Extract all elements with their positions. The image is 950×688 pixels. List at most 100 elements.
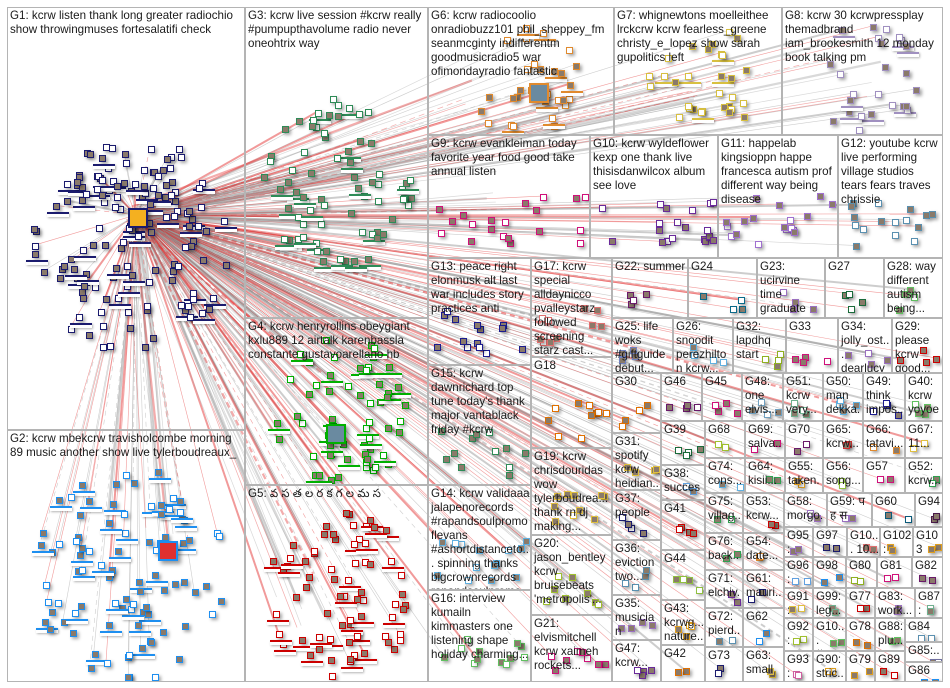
vertex-node[interactable] <box>303 583 310 591</box>
vertex-node[interactable] <box>287 375 295 383</box>
vertex-node[interactable] <box>365 435 373 443</box>
vertex-node[interactable] <box>902 70 910 78</box>
vertex-node[interactable] <box>472 564 480 572</box>
vertex-node[interactable] <box>169 179 177 187</box>
vertex-node[interactable] <box>639 672 647 680</box>
vertex-node[interactable] <box>690 351 698 359</box>
vertex-node[interactable] <box>474 655 482 663</box>
vertex-node[interactable] <box>929 577 937 585</box>
vertex-node[interactable] <box>932 679 940 681</box>
vertex-node[interactable] <box>281 126 289 134</box>
vertex-node[interactable] <box>356 138 364 146</box>
vertex-node[interactable] <box>142 603 150 611</box>
vertex-node[interactable] <box>157 502 165 510</box>
vertex-node[interactable] <box>639 619 647 627</box>
vertex-node[interactable] <box>738 306 746 314</box>
vertex-node[interactable] <box>599 205 607 213</box>
vertex-node[interactable] <box>49 609 57 617</box>
vertex-node[interactable] <box>927 608 935 616</box>
vertex-node[interactable] <box>272 610 280 618</box>
vertex-node[interactable] <box>722 555 730 563</box>
vertex-node[interactable] <box>636 407 644 415</box>
vertex-node[interactable] <box>684 401 692 409</box>
vertex-node[interactable] <box>146 201 154 209</box>
vertex-node[interactable] <box>828 200 836 208</box>
vertex-node[interactable] <box>122 595 130 603</box>
vertex-node[interactable] <box>905 516 913 524</box>
vertex-node[interactable] <box>149 335 157 342</box>
vertex-node[interactable] <box>389 614 397 622</box>
vertex-node[interactable] <box>150 168 158 176</box>
vertex-node[interactable] <box>685 103 693 111</box>
vertex-node[interactable] <box>164 156 172 164</box>
vertex-node[interactable] <box>450 449 458 457</box>
vertex-node[interactable] <box>355 110 363 118</box>
vertex-node[interactable] <box>594 600 602 608</box>
vertex-node[interactable] <box>789 606 797 614</box>
vertex-node[interactable] <box>73 538 81 546</box>
vertex-node[interactable] <box>521 653 529 661</box>
vertex-node[interactable] <box>76 512 84 520</box>
vertex-node[interactable] <box>71 265 79 273</box>
vertex-node[interactable] <box>501 219 509 226</box>
vertex-node[interactable] <box>438 539 446 547</box>
vertex-node[interactable] <box>171 580 179 588</box>
vertex-node[interactable] <box>687 622 695 630</box>
vertex-node[interactable] <box>188 215 196 223</box>
vertex-node[interactable] <box>384 424 392 432</box>
vertex-node[interactable] <box>824 668 832 675</box>
vertex-node[interactable] <box>792 298 800 306</box>
vertex-node[interactable] <box>553 492 561 500</box>
vertex-node[interactable] <box>728 515 736 523</box>
vertex-node[interactable] <box>835 574 843 581</box>
vertex-node[interactable] <box>103 659 111 667</box>
vertex-node[interactable] <box>521 450 529 458</box>
vertex-node[interactable] <box>734 409 741 417</box>
vertex-node[interactable] <box>113 265 121 273</box>
vertex-node[interactable] <box>728 590 736 598</box>
vertex-node[interactable] <box>732 231 740 239</box>
vertex-node[interactable] <box>31 243 39 251</box>
vertex-node[interactable] <box>506 471 514 479</box>
vertex-node[interactable] <box>902 290 910 298</box>
vertex-node[interactable] <box>166 165 174 172</box>
vertex-node[interactable] <box>434 344 442 352</box>
vertex-node[interactable] <box>360 597 368 605</box>
vertex-node[interactable] <box>198 204 206 212</box>
vertex-node[interactable] <box>326 388 334 396</box>
vertex-node[interactable] <box>831 609 839 617</box>
vertex-node[interactable] <box>893 446 901 454</box>
vertex-node[interactable] <box>624 520 632 528</box>
vertex-node[interactable] <box>877 40 885 48</box>
vertex-node[interactable] <box>31 251 39 259</box>
vertex-node[interactable] <box>774 408 782 416</box>
vertex-node[interactable] <box>885 512 893 520</box>
vertex-node[interactable] <box>734 550 742 558</box>
vertex-node[interactable] <box>147 503 155 510</box>
vertex-node[interactable] <box>726 109 734 117</box>
vertex-node[interactable] <box>287 555 295 563</box>
vertex-node[interactable] <box>366 561 374 569</box>
vertex-node[interactable] <box>786 217 794 225</box>
vertex-node[interactable] <box>829 118 837 126</box>
vertex-node[interactable] <box>855 127 863 134</box>
vertex-node[interactable] <box>106 519 113 527</box>
vertex-node[interactable] <box>554 433 562 441</box>
vertex-node[interactable] <box>622 580 630 588</box>
vertex-node[interactable] <box>723 399 731 407</box>
vertex-node[interactable] <box>63 180 71 188</box>
vertex-node[interactable] <box>370 344 378 352</box>
vertex-node[interactable] <box>814 514 822 522</box>
vertex-node[interactable] <box>186 313 194 321</box>
vertex-node[interactable] <box>881 63 889 71</box>
vertex-node[interactable] <box>344 147 352 155</box>
vertex-node[interactable] <box>350 651 358 659</box>
vertex-node[interactable] <box>79 183 87 191</box>
vertex-node[interactable] <box>758 588 766 596</box>
vertex-node[interactable] <box>845 291 853 299</box>
vertex-node[interactable] <box>91 283 99 291</box>
vertex-node[interactable] <box>787 225 795 233</box>
vertex-node[interactable] <box>661 73 669 81</box>
vertex-node[interactable] <box>867 361 875 369</box>
vertex-node[interactable] <box>718 481 726 489</box>
